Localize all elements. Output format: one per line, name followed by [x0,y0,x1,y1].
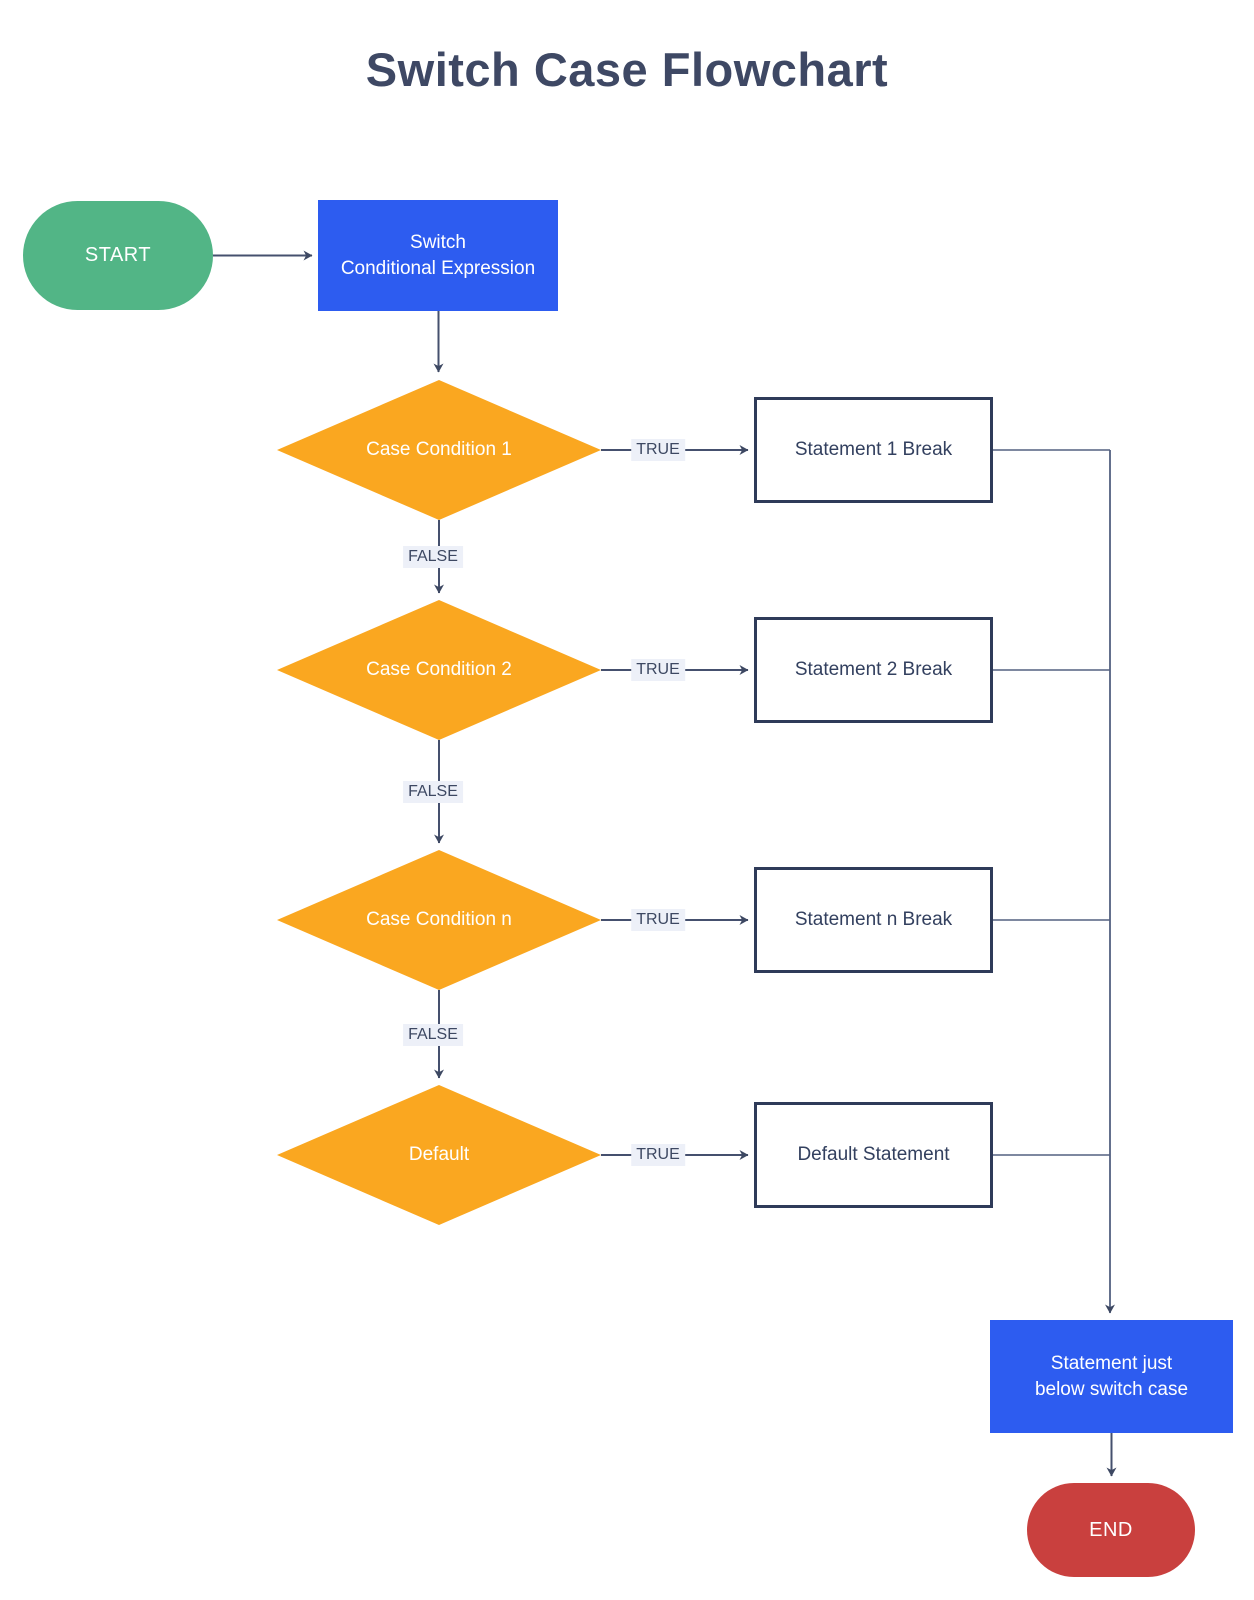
end-label: END [1089,1518,1133,1541]
statement-below-switch-node: Statement just below switch case [990,1320,1233,1433]
false-label-1: FALSE [403,546,463,568]
decision-label: Default [408,1144,470,1165]
statement-2-break-box: Statement 2 Break [754,617,993,723]
statement-label: Statement 1 Break [794,439,953,460]
end-node: END [1027,1483,1195,1577]
statement-label: Default Statement [797,1144,950,1165]
false-label-3: FALSE [403,1024,463,1046]
switch-expression-line2: Conditional Expression [340,257,536,279]
true-label-4: TRUE [631,1144,685,1166]
statement-label: Statement n Break [794,909,953,930]
statement-label: Statement 2 Break [794,659,953,680]
true-label-1: TRUE [631,439,685,461]
page-title: Switch Case Flowchart [365,43,889,96]
start-node: START [23,201,213,310]
below-switch-line2: below switch case [1034,1378,1189,1400]
statement-n-break-box: Statement n Break [754,867,993,973]
decision-label: Case Condition 1 [366,439,512,460]
true-label-2: TRUE [631,659,685,681]
true-label-3: TRUE [631,909,685,931]
decision-label: Case Condition 2 [366,659,512,680]
start-label: START [84,244,152,266]
statement-1-break-box: Statement 1 Break [754,397,993,503]
below-switch-line1: Statement just [1050,1352,1173,1374]
decision-label: Case Condition n [366,909,512,930]
switch-expression-line1: Switch [410,231,466,253]
default-statement-box: Default Statement [754,1102,993,1208]
false-label-2: FALSE [403,781,463,803]
switch-expression-node: Switch Conditional Expression [318,200,558,311]
